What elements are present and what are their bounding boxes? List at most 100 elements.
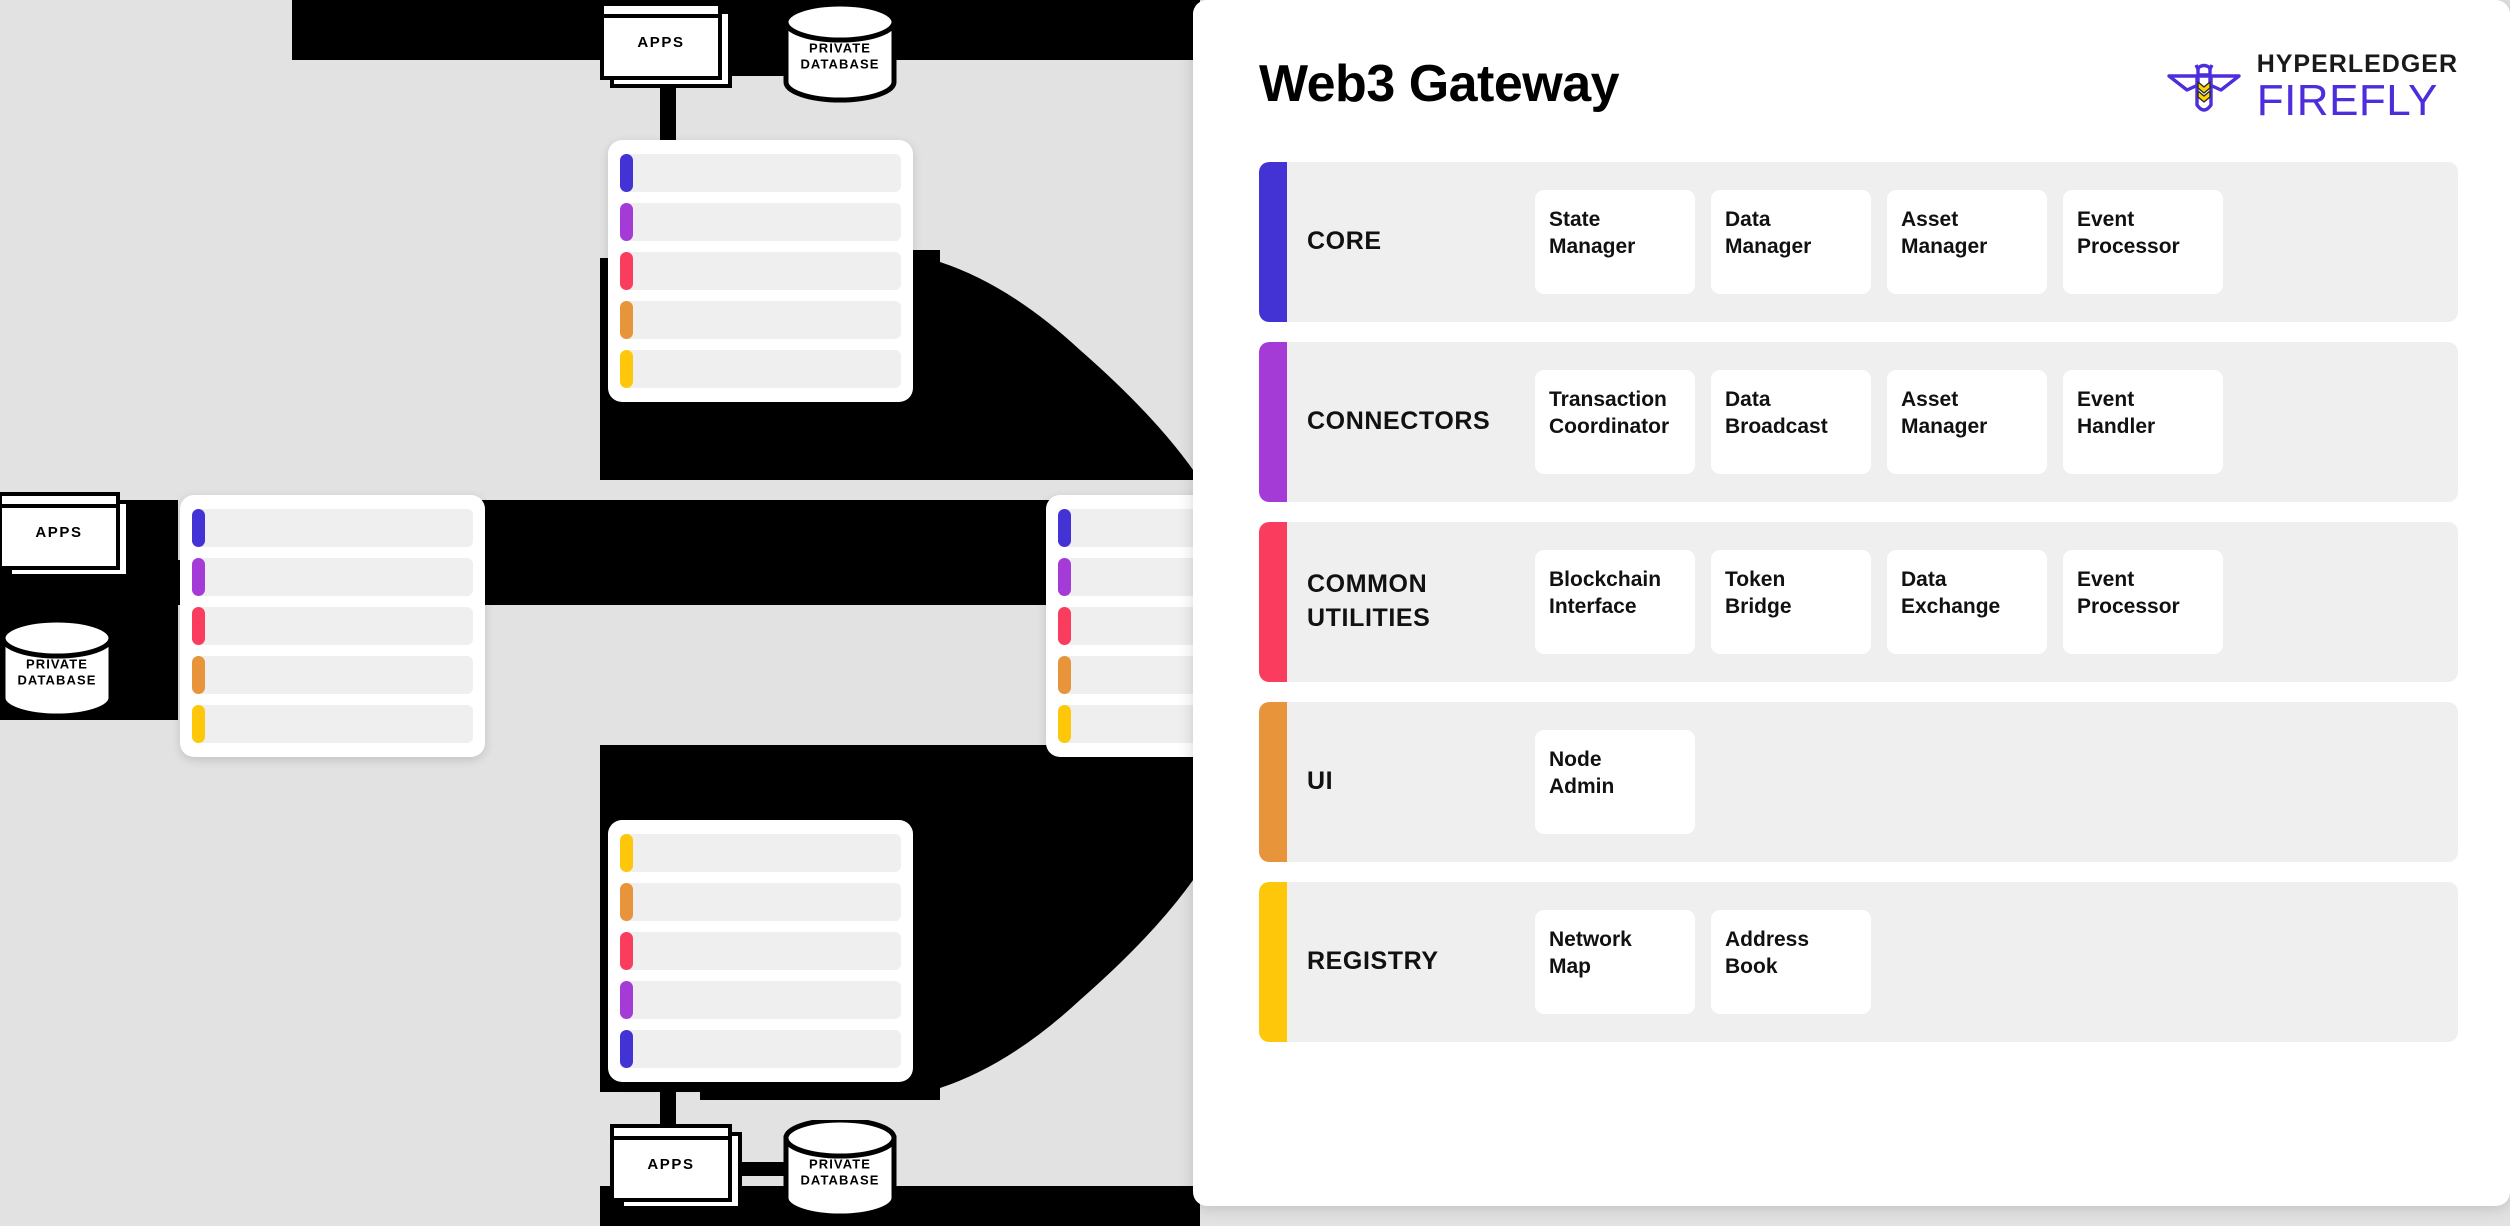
node-card-bottom bbox=[608, 820, 913, 1082]
private-database-label-wrap-left: PRIVATE DATABASE bbox=[0, 620, 117, 720]
row-label-registry: REGISTRY bbox=[1307, 947, 1439, 976]
tile-address-book[interactable]: Address Book bbox=[1711, 910, 1871, 1014]
stack-bar-registry bbox=[192, 705, 205, 743]
row-accent-connectors bbox=[1259, 342, 1287, 502]
node-card-left bbox=[180, 495, 485, 757]
node-stack-row bbox=[620, 834, 901, 872]
stack-bar-core bbox=[1058, 509, 1071, 547]
apps-window-left: APPS bbox=[0, 492, 120, 570]
node-stack-row bbox=[1058, 607, 1200, 645]
stack-bar-ui bbox=[620, 301, 633, 339]
stack-bar-common-utilities bbox=[1058, 607, 1071, 645]
node-stack-row bbox=[620, 1030, 901, 1068]
apps-label: APPS bbox=[637, 34, 685, 52]
capability-row-core[interactable]: CORE State Manager Data Manager Asset Ma… bbox=[1259, 162, 2458, 322]
stack-bar-core bbox=[620, 154, 633, 192]
row-tiles-connectors: Transaction Coordinator Data Broadcast A… bbox=[1535, 370, 2223, 474]
node-stack-row bbox=[192, 607, 473, 645]
node-stack-row bbox=[1058, 509, 1200, 547]
capability-row-common-utilities[interactable]: COMMON UTILITIES Blockchain Interface To… bbox=[1259, 522, 2458, 682]
stack-bar-registry bbox=[620, 834, 633, 872]
private-database-label: PRIVATE DATABASE bbox=[800, 40, 880, 72]
row-accent-ui bbox=[1259, 702, 1287, 862]
tile-data-exchange[interactable]: Data Exchange bbox=[1887, 550, 2047, 654]
stack-bar-core bbox=[192, 509, 205, 547]
row-tiles-ui: Node Admin bbox=[1535, 730, 1695, 834]
node-stack-row bbox=[192, 558, 473, 596]
page-title: Web3 Gateway bbox=[1259, 55, 1620, 113]
tile-event-processor[interactable]: Event Processor bbox=[2063, 190, 2223, 294]
capability-row-connectors[interactable]: CONNECTORS Transaction Coordinator Data … bbox=[1259, 342, 2458, 502]
firefly-bee-logo-icon bbox=[2166, 63, 2241, 112]
stack-bar-connectors bbox=[192, 558, 205, 596]
brand-text: HYPERLEDGER FIREFLY bbox=[2257, 52, 2458, 123]
node-card-top bbox=[608, 140, 913, 402]
row-accent-registry bbox=[1259, 882, 1287, 1042]
node-stack-row bbox=[620, 883, 901, 921]
brand-firefly-label: FIREFLY bbox=[2256, 76, 2438, 125]
private-database-label: PRIVATE DATABASE bbox=[17, 656, 97, 688]
stack-bar-ui bbox=[620, 883, 633, 921]
private-database-cylinder-top bbox=[783, 4, 897, 103]
stack-bar-connectors bbox=[620, 203, 633, 241]
capability-rows: CORE State Manager Data Manager Asset Ma… bbox=[1259, 162, 2458, 1042]
node-stack-row bbox=[620, 301, 901, 339]
node-stack-row bbox=[1058, 558, 1200, 596]
private-database-label: PRIVATE DATABASE bbox=[800, 1156, 880, 1188]
node-stack-row bbox=[620, 981, 901, 1019]
row-label-core: CORE bbox=[1307, 227, 1382, 256]
brand-hyperledger-label: HYPERLEDGER bbox=[2256, 50, 2458, 78]
stack-bar-connectors bbox=[1058, 558, 1071, 596]
tile-token-bridge[interactable]: Token Bridge bbox=[1711, 550, 1871, 654]
network-diagram: APPS PRIVATE DATABASE APPS PRIVATE DATAB… bbox=[0, 0, 1200, 1226]
node-stack-row bbox=[1058, 705, 1200, 743]
apps-window-bottom: APPS bbox=[610, 1124, 732, 1202]
node-stack-row bbox=[620, 154, 901, 192]
node-stack-row bbox=[192, 656, 473, 694]
row-label-common-utilities: COMMON UTILITIES bbox=[1307, 570, 1431, 632]
apps-window-top: APPS bbox=[600, 2, 722, 80]
row-accent-common-utilities bbox=[1259, 522, 1287, 682]
stack-bar-common-utilities bbox=[620, 252, 633, 290]
stack-bar-registry bbox=[1058, 705, 1071, 743]
node-stack-row bbox=[192, 509, 473, 547]
row-tiles-core: State Manager Data Manager Asset Manager… bbox=[1535, 190, 2223, 294]
tile-blockchain-interface[interactable]: Blockchain Interface bbox=[1535, 550, 1695, 654]
node-stack-row bbox=[192, 705, 473, 743]
tile-event-processor[interactable]: Event Processor bbox=[2063, 550, 2223, 654]
tile-data-manager[interactable]: Data Manager bbox=[1711, 190, 1871, 294]
tile-transaction-coordinator[interactable]: Transaction Coordinator bbox=[1535, 370, 1695, 474]
private-database-cylinder-left bbox=[0, 620, 114, 719]
tile-event-handler[interactable]: Event Handler bbox=[2063, 370, 2223, 474]
apps-label: APPS bbox=[647, 1156, 695, 1174]
stack-bar-core bbox=[620, 1030, 633, 1068]
tile-node-admin[interactable]: Node Admin bbox=[1535, 730, 1695, 834]
row-label-connectors: CONNECTORS bbox=[1307, 407, 1491, 436]
node-stack-row bbox=[1058, 656, 1200, 694]
web3-gateway-panel: Web3 Gateway HYPERLE bbox=[1193, 0, 2510, 1206]
tile-network-map[interactable]: Network Map bbox=[1535, 910, 1695, 1014]
capability-row-ui[interactable]: UI Node Admin bbox=[1259, 702, 2458, 862]
row-accent-core bbox=[1259, 162, 1287, 322]
stack-bar-common-utilities bbox=[620, 932, 633, 970]
row-label-ui: UI bbox=[1307, 767, 1334, 796]
tile-asset-manager[interactable]: Asset Manager bbox=[1887, 190, 2047, 294]
stack-bar-common-utilities bbox=[192, 607, 205, 645]
apps-label: APPS bbox=[35, 524, 83, 542]
node-stack-row bbox=[620, 203, 901, 241]
hyperledger-firefly-brand: HYPERLEDGER FIREFLY bbox=[2165, 46, 2458, 123]
private-database-label-wrap-bottom: PRIVATE DATABASE bbox=[780, 1120, 900, 1220]
panel-header: Web3 Gateway HYPERLE bbox=[1259, 46, 2458, 156]
node-stack-row bbox=[620, 350, 901, 388]
row-tiles-registry: Network Map Address Book bbox=[1535, 910, 1871, 1014]
diagram-arc-cutouts bbox=[0, 0, 1200, 1226]
private-database-cylinder-bottom bbox=[783, 1120, 897, 1219]
stack-bar-ui bbox=[1058, 656, 1071, 694]
tile-data-broadcast[interactable]: Data Broadcast bbox=[1711, 370, 1871, 474]
stack-bar-registry bbox=[620, 350, 633, 388]
tile-state-manager[interactable]: State Manager bbox=[1535, 190, 1695, 294]
tile-asset-manager[interactable]: Asset Manager bbox=[1887, 370, 2047, 474]
capability-row-registry[interactable]: REGISTRY Network Map Address Book bbox=[1259, 882, 2458, 1042]
private-database-label-wrap-top: PRIVATE DATABASE bbox=[780, 4, 900, 104]
